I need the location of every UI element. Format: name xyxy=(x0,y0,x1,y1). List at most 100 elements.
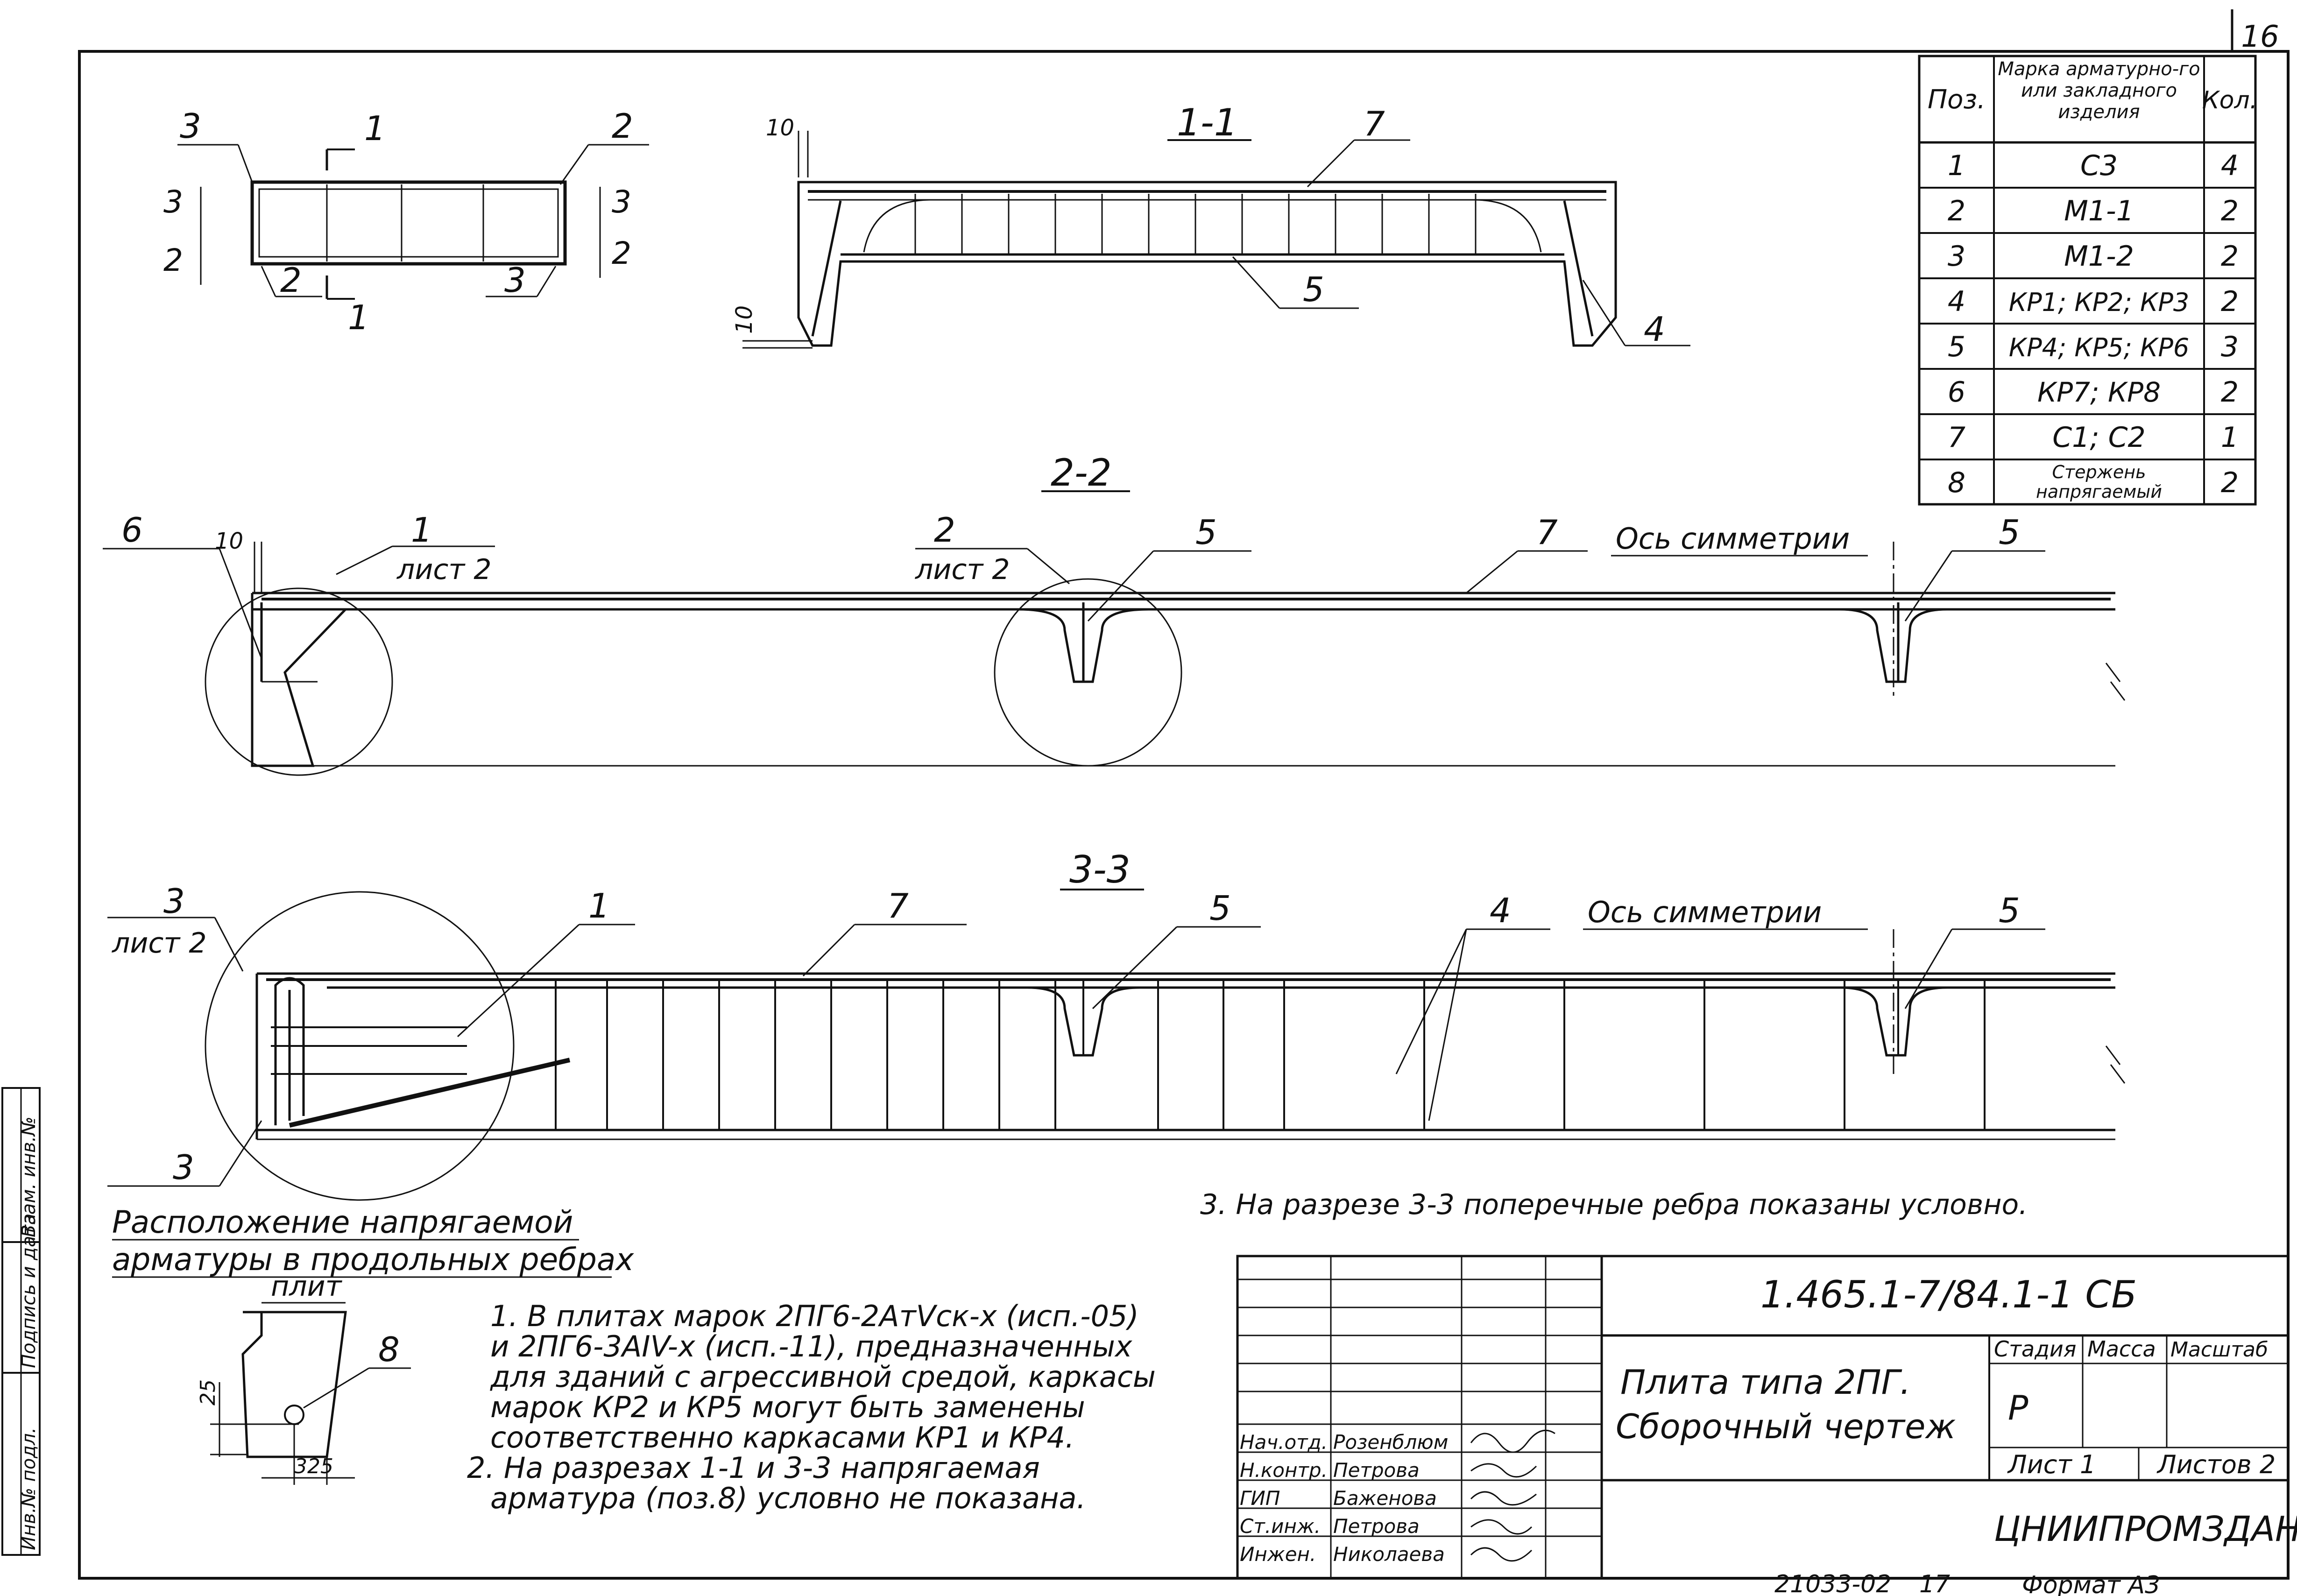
section-1-1-title: 1-1 xyxy=(1177,101,1238,144)
section-3-3-callout: 3 xyxy=(163,882,185,921)
side-stamp-inventory: Инв.№ подл. xyxy=(18,1427,40,1550)
plan-cut-label-bottom: 1 xyxy=(348,298,369,337)
spec-row-5-qty: 3 xyxy=(2221,331,2239,363)
spec-row-5-pos: 5 xyxy=(1948,331,1965,363)
spec-row-4-qty: 2 xyxy=(2221,285,2239,318)
spec-row-1-pos: 1 xyxy=(1948,149,1965,182)
note-line-5: соответственно каркасами КР1 и КР4. xyxy=(490,1420,1074,1455)
section-1-1-label-4: 4 xyxy=(1644,310,1665,349)
section-3-3: 3-3 xyxy=(107,848,2126,1221)
plan-label-2-bottom: 2 xyxy=(280,261,302,300)
section-2-2-label-6: 6 xyxy=(121,510,143,550)
inventory-suffix: 17 xyxy=(1919,1570,1950,1596)
spec-header-qty: Кол. xyxy=(2202,86,2258,114)
spec-row-6-pos: 6 xyxy=(1948,376,1965,409)
note-line-6: 2. На разрезах 1-1 и 3-3 напрягаемая xyxy=(467,1451,1040,1485)
format-label: Формат А3 xyxy=(2022,1571,2160,1596)
spec-row-8-mark: Стержень напрягаемый xyxy=(2036,462,2162,502)
title-name-line-2: Сборочный чертеж xyxy=(1616,1407,1956,1446)
spec-row-8-mark-wrap: Стержень напрягаемый xyxy=(2036,462,2162,502)
staff-name-2: Петрова xyxy=(1333,1459,1420,1482)
spec-row-4-pos: 4 xyxy=(1948,285,1965,318)
plan-label-3-bottom: 3 xyxy=(504,261,526,300)
plan-label-3-left: 3 xyxy=(163,184,183,220)
section-3-3-label-5b: 5 xyxy=(1999,891,2020,930)
spec-row-5-mark: КР4; КР5; КР6 xyxy=(2009,333,2190,362)
section-1-1-label-5: 5 xyxy=(1303,270,1324,309)
spec-row-3-qty: 2 xyxy=(2221,240,2239,273)
section-2-2-label-5a: 5 xyxy=(1195,513,1217,552)
title-scale-header: Масштаб xyxy=(2170,1338,2268,1362)
spec-row-7-qty: 1 xyxy=(2221,421,2239,454)
title-block: 1.465.1-7/84.1-1 СБ Плита типа 2ПГ. Сбор… xyxy=(1236,1255,2297,1580)
section-2-2-dim: 10 xyxy=(215,528,243,554)
section-3-3-label-1: 1 xyxy=(588,886,610,925)
plan-label-3-top: 3 xyxy=(180,106,201,146)
plan-label-2-left: 2 xyxy=(163,242,183,278)
spec-row-6-mark: КР7; КР8 xyxy=(2037,376,2161,408)
detail-label-8: 8 xyxy=(378,1330,400,1369)
section-3-3-callout-sheet: лист 2 xyxy=(112,927,207,960)
spec-header-mark-wrap: Марка арматурно-го или закладного издели… xyxy=(1998,58,2200,123)
spec-row-2-mark: М1-1 xyxy=(2064,195,2134,227)
spec-row-6-qty: 2 xyxy=(2221,376,2239,409)
spec-row-4-mark: КР1; КР2; КР3 xyxy=(2009,288,2190,317)
staff-name-1: Розенблюм xyxy=(1333,1431,1448,1454)
spec-row-2-pos: 2 xyxy=(1948,195,1965,227)
detail-dim-horizontal: 325 xyxy=(294,1455,333,1478)
plan-label-2-top: 2 xyxy=(612,106,633,146)
spec-row-7-pos: 7 xyxy=(1948,421,1965,454)
title-sheet-label: Лист 1 xyxy=(2007,1450,2096,1479)
section-2-2-title: 2-2 xyxy=(1051,451,1112,494)
detail-title-line-3: плит xyxy=(271,1270,343,1303)
prestress-detail: Расположение напрягаемой арматуры в прод… xyxy=(112,1204,634,1485)
staff-name-4: Петрова xyxy=(1333,1515,1420,1538)
section-1-1: 1-1 7 5 4 10 10 xyxy=(731,101,1690,349)
title-mass-header: Масса xyxy=(2087,1336,2156,1362)
side-stamp-signature: Подпись и дата xyxy=(18,1214,40,1368)
signature-4 xyxy=(1470,1519,1533,1535)
section-3-3-note: 3. На разрезе 3-3 поперечные ребра показ… xyxy=(1200,1188,2028,1221)
section-3-3-title: 3-3 xyxy=(1069,848,1131,891)
spec-row-3-pos: 3 xyxy=(1948,240,1965,273)
spec-row-8-qty: 2 xyxy=(2221,466,2239,499)
signature-2 xyxy=(1470,1463,1537,1478)
staff-role-4: Ст.инж. xyxy=(1240,1515,1321,1538)
title-name-line-1: Плита типа 2ПГ. xyxy=(1620,1363,1911,1402)
section-2-2-axis: Ось симметрии xyxy=(1616,522,1850,556)
notes-block: 1. В плитах марок 2ПГ6-2АтVск-х (исп.-05… xyxy=(467,1299,1156,1515)
plan-view: 1 1 3 2 3 2 3 2 2 3 xyxy=(163,106,649,337)
plan-label-3-right: 3 xyxy=(612,184,631,220)
side-stamp-replaces: Взам. инв.№ xyxy=(18,1116,40,1237)
spec-table: Поз. Марка арматурно-го или закладного и… xyxy=(1918,55,2258,506)
page-number: 16 xyxy=(2241,20,2279,54)
spec-row-8-pos: 8 xyxy=(1948,466,1965,499)
title-sheets-label: Листов 2 xyxy=(2156,1450,2276,1479)
section-3-3-label-4: 4 xyxy=(1490,891,1511,930)
title-organization: ЦНИИПРОМЗДАНИЙ xyxy=(1994,1508,2297,1549)
section-1-1-dim-left: 10 xyxy=(731,305,757,334)
signature-1 xyxy=(1470,1429,1555,1453)
detail-title-line-2: арматуры в продольных ребрах xyxy=(112,1242,634,1278)
plan-label-2-right: 2 xyxy=(612,235,631,271)
signature-3 xyxy=(1470,1491,1537,1506)
detail-dim-vertical: 25 xyxy=(196,1379,220,1405)
spec-row-3-mark: М1-2 xyxy=(2064,240,2134,273)
signature-5 xyxy=(1470,1547,1533,1562)
inventory-number: 21033-02 xyxy=(1774,1570,1891,1596)
spec-header-mark: Марка арматурно-го или закладного издели… xyxy=(1998,58,2200,123)
spec-header-pos: Поз. xyxy=(1928,85,1986,115)
section-2-2-callout-1: 1 xyxy=(411,510,432,550)
plan-cut-label-top: 1 xyxy=(364,109,386,148)
spec-row-7-mark: С1; С2 xyxy=(2052,421,2145,454)
title-stage-header: Стадия xyxy=(1994,1336,2076,1362)
staff-role-5: Инжен. xyxy=(1240,1543,1316,1566)
sheet-frame xyxy=(78,50,2290,1580)
staff-role-2: Н.контр. xyxy=(1240,1459,1328,1482)
section-2-2-callout-2-sheet: лист 2 xyxy=(915,553,1010,586)
note-line-4: марок КР2 и КР5 могут быть заменены xyxy=(490,1390,1085,1424)
title-doc-code: 1.465.1-7/84.1-1 СБ xyxy=(1760,1273,2137,1316)
section-3-3-label-7: 7 xyxy=(887,886,909,925)
staff-role-3: ГИП xyxy=(1240,1487,1280,1510)
